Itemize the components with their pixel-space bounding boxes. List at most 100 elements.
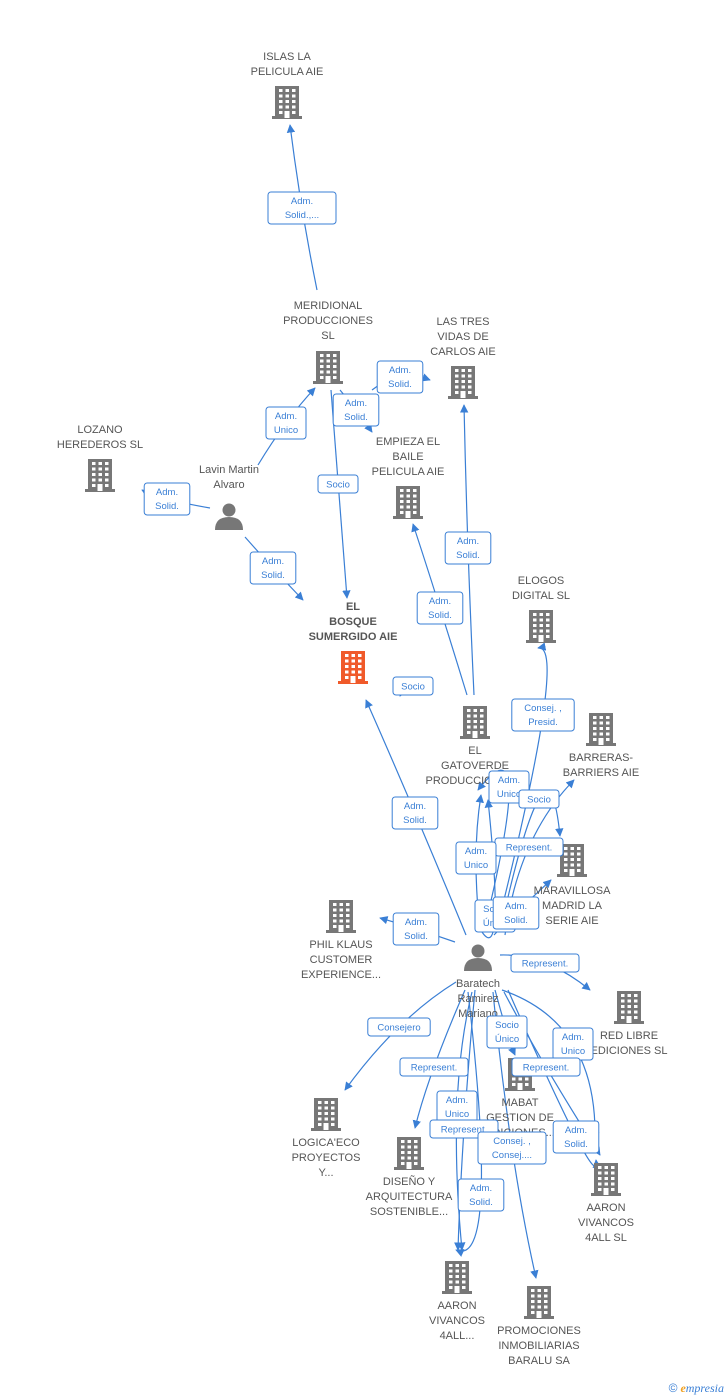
node-label: 4ALL SL bbox=[585, 1232, 627, 1244]
edge-label[interactable]: Socio bbox=[518, 789, 560, 809]
edge-label-text: Adm. bbox=[470, 1183, 492, 1194]
edge-label-text: Solid. bbox=[403, 815, 427, 826]
edge-label[interactable]: Adm.Solid. bbox=[332, 393, 380, 427]
edge-label-text: Unico bbox=[561, 1046, 585, 1057]
edge-label[interactable]: Adm.Solid. bbox=[492, 896, 540, 930]
node-label: SUMERGIDO AIE bbox=[309, 631, 398, 643]
edge-label[interactable]: Adm.Solid. bbox=[457, 1178, 505, 1212]
edge-label[interactable]: Represent. bbox=[510, 953, 580, 973]
node-label: PRODUCCIONES bbox=[283, 315, 373, 327]
node-lozano[interactable]: LOZANO HEREDEROS SL bbox=[57, 424, 143, 492]
node-islas[interactable]: ISLAS LA PELICULA AIE bbox=[251, 51, 324, 119]
edge-label[interactable]: Adm.Solid. bbox=[391, 796, 439, 830]
building-icon bbox=[448, 366, 478, 399]
edge-label[interactable]: Socio bbox=[317, 474, 359, 494]
edge-label-text: Solid. bbox=[344, 412, 368, 423]
node-bosque[interactable]: EL BOSQUE SUMERGIDO AIE bbox=[309, 601, 398, 684]
node-label: LOZANO bbox=[77, 424, 123, 436]
edge-label[interactable]: Adm.Solid.,... bbox=[267, 191, 337, 225]
node-label: PROMOCIONES bbox=[497, 1325, 581, 1337]
edge-label[interactable]: Adm. Unico bbox=[436, 1090, 478, 1124]
empresia-brand[interactable]: © empresia bbox=[669, 1381, 724, 1396]
edge-label-box bbox=[267, 191, 337, 225]
brand-name: mpresia bbox=[685, 1381, 724, 1395]
node-diseno[interactable]: DISEÑO YARQUITECTURASOSTENIBLE... bbox=[366, 1137, 453, 1218]
node-label: BOSQUE bbox=[329, 616, 377, 628]
edge-label-text: Adm. bbox=[457, 536, 479, 547]
edge-label-box bbox=[317, 474, 359, 494]
edge-label[interactable]: Adm.Solid. bbox=[249, 551, 297, 585]
edge-label[interactable]: Represent. bbox=[399, 1057, 469, 1077]
edge-label-box bbox=[143, 482, 191, 516]
node-label: EDICIONES SL bbox=[590, 1045, 667, 1057]
node-label: Lavin Martin bbox=[199, 464, 259, 476]
edge-label[interactable]: Adm. Solid. bbox=[444, 531, 492, 565]
edge-label-text: Represent. bbox=[523, 1063, 569, 1074]
node-label: Baratech bbox=[456, 978, 500, 990]
node-label: EL bbox=[346, 601, 360, 613]
edge-label-text: Presid. bbox=[528, 717, 558, 728]
edge-label-text: Represent. bbox=[506, 843, 552, 854]
edge-label-box bbox=[552, 1120, 600, 1154]
edge-label[interactable]: Adm. Unico bbox=[265, 406, 307, 440]
node-aaron4alldots[interactable]: AARONVIVANCOS4ALL... bbox=[429, 1261, 485, 1342]
edge-label-text: Consej.... bbox=[492, 1150, 532, 1161]
node-label: HEREDEROS SL bbox=[57, 439, 143, 451]
node-label: 4ALL... bbox=[440, 1330, 475, 1342]
edge-label-text: Socio bbox=[401, 682, 425, 693]
edge-label-text: Solid. bbox=[155, 501, 179, 512]
edge-label[interactable]: Adm.Unico bbox=[552, 1027, 594, 1061]
edge-label[interactable]: Represent. bbox=[494, 837, 564, 857]
edge-label-text: Solid. bbox=[456, 550, 480, 561]
edge-label[interactable]: Represent. bbox=[511, 1057, 581, 1077]
edge-label-text: Adm. bbox=[429, 596, 451, 607]
node-philklaus[interactable]: PHIL KLAUSCUSTOMEREXPERIENCE... bbox=[301, 900, 381, 981]
node-label: PELICULA AIE bbox=[251, 66, 324, 78]
edge-label-text: Represent. bbox=[441, 1125, 487, 1136]
building-focus-icon bbox=[338, 651, 368, 684]
edge-label-text: Unico bbox=[445, 1109, 469, 1120]
edge-label[interactable]: Adm.Unico bbox=[455, 841, 497, 875]
building-icon bbox=[326, 900, 356, 933]
edge-label-text: Unico bbox=[274, 425, 298, 436]
edge-label-text: Adm. bbox=[156, 487, 178, 498]
edge-label-box bbox=[455, 841, 497, 875]
edge-label[interactable]: Consej. ,Presid. bbox=[511, 698, 575, 732]
edge-label-box bbox=[444, 531, 492, 565]
node-logica[interactable]: LOGICA'ECOPROYECTOSY... bbox=[292, 1098, 361, 1179]
edge-label-text: Solid. bbox=[564, 1139, 588, 1150]
edge-label-text: Socio bbox=[527, 795, 551, 806]
edge-label[interactable]: Adm. Solid. bbox=[143, 482, 191, 516]
edge-label[interactable]: Adm.Solid. bbox=[552, 1120, 600, 1154]
edge-label-box bbox=[332, 393, 380, 427]
edge-label[interactable]: Consejero bbox=[367, 1017, 431, 1037]
edge-label[interactable]: Socio bbox=[392, 676, 434, 696]
node-label: Ramirez bbox=[458, 993, 499, 1005]
edge-label-text: Adm. bbox=[505, 901, 527, 912]
edge-label-text: Unico bbox=[497, 789, 521, 800]
edge-label[interactable]: Consej. ,Consej.... bbox=[477, 1131, 547, 1165]
node-label: ELOGOS bbox=[518, 575, 564, 587]
edge-label[interactable]: Adm.Solid. bbox=[416, 591, 464, 625]
node-label: BARALU SA bbox=[508, 1355, 570, 1367]
edge-label-text: Represent. bbox=[522, 959, 568, 970]
edge-label-box bbox=[486, 1015, 528, 1049]
node-barreras[interactable]: BARRERAS-BARRIERS AIE bbox=[563, 713, 639, 779]
edge-label[interactable]: Adm.Solid. bbox=[392, 912, 440, 946]
node-label: ISLAS LA bbox=[263, 51, 311, 63]
edge-label[interactable]: Adm.Solid. bbox=[376, 360, 424, 394]
edge-label-text: Adm. bbox=[446, 1095, 468, 1106]
edge-label-text: Adm. bbox=[275, 411, 297, 422]
edge-label-text: Adm. bbox=[389, 365, 411, 376]
